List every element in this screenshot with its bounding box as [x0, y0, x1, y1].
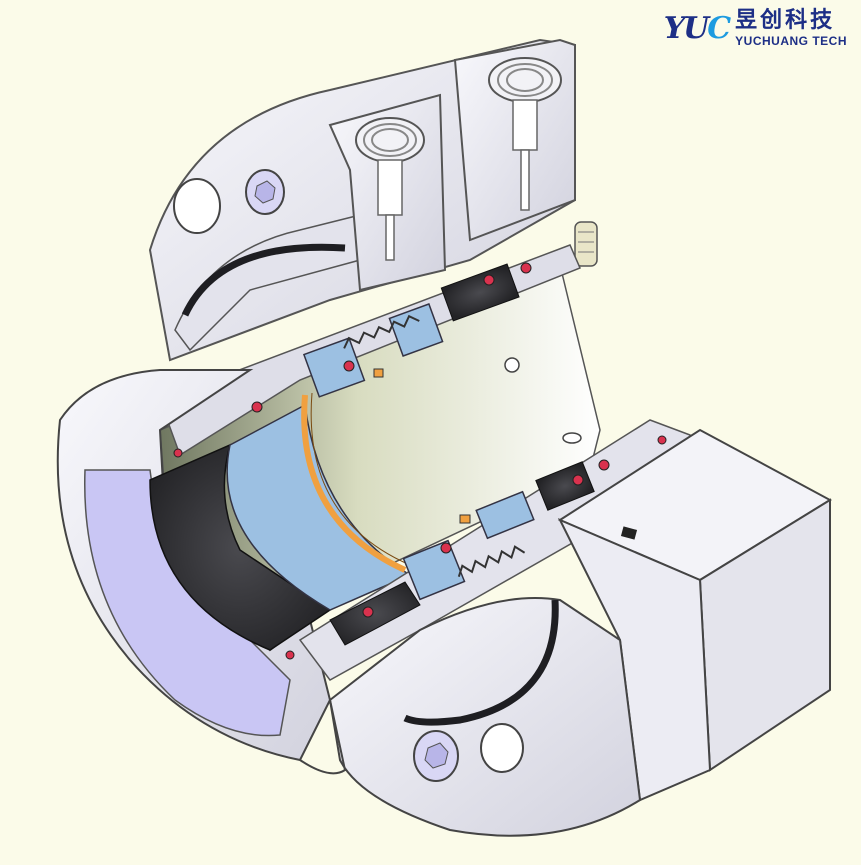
- oring-l6: [285, 650, 295, 660]
- cap-screw: [574, 221, 598, 267]
- oring-l5: [657, 435, 667, 445]
- rear-gasket: [181, 243, 346, 317]
- oring-l2: [440, 542, 452, 554]
- lower-face-ring-2: [475, 490, 535, 540]
- lower-gasket: [403, 599, 559, 726]
- oring-u1: [483, 274, 495, 286]
- upper-face-ring: [302, 337, 366, 398]
- flange-bolt-hole-lower: [480, 723, 524, 773]
- brand-name-en: YUCHUANG TECH: [735, 34, 847, 48]
- oring-l3: [572, 474, 584, 486]
- housing-block-front: [557, 518, 712, 802]
- housing-slot: [620, 526, 638, 540]
- orange-spacer: [301, 394, 407, 573]
- oring-l1: [362, 606, 374, 618]
- orange-pin: [373, 368, 384, 378]
- hex-socket-lower: [424, 742, 449, 769]
- upper-rubber-seat: [440, 263, 520, 322]
- oring-u4: [251, 401, 263, 413]
- brand-text: 昱创科技 YUCHUANG TECH: [735, 8, 847, 48]
- sleeve-hole: [504, 357, 520, 373]
- lower-bellows: [457, 545, 526, 577]
- upper-face-ring-2: [388, 303, 444, 357]
- hex-socket-upper: [254, 180, 276, 204]
- rubber-boot: [149, 443, 332, 651]
- brand-mark: YUC: [663, 10, 731, 46]
- lower-rubber-seat: [535, 461, 595, 511]
- brand-logo: YUC 昱创科技 YUCHUANG TECH: [663, 8, 847, 48]
- front-face-outline: [299, 699, 347, 775]
- upper-bellows: [343, 314, 420, 349]
- oring-u2: [520, 262, 532, 274]
- brand-name-cn: 昱创科技: [735, 8, 836, 33]
- oring-u3: [343, 360, 355, 372]
- lower-face-ring: [402, 539, 466, 601]
- sleeve-hole-lower: [562, 432, 582, 444]
- oring-u5: [173, 448, 183, 458]
- lower-rubber-ring: [329, 581, 421, 646]
- orange-pin-lower: [459, 514, 471, 524]
- oring-l4: [598, 459, 610, 471]
- flange-bolt-hole-upper: [173, 178, 221, 234]
